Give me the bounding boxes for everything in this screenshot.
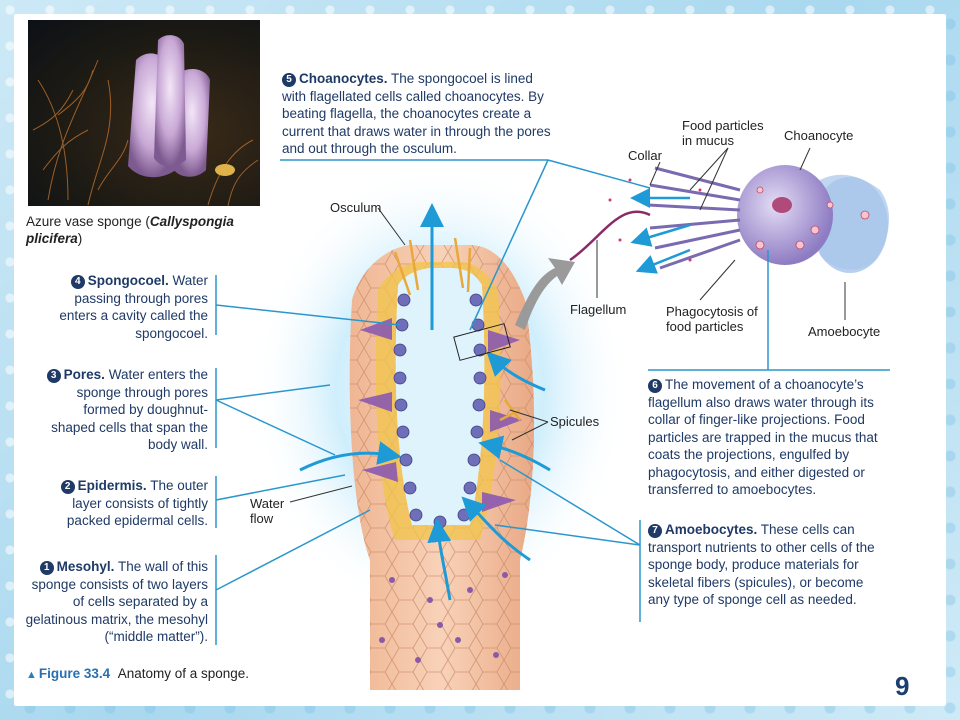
callout-number: 7	[648, 524, 662, 538]
zoom-arrow	[515, 258, 575, 330]
callout-body: Water enters the sponge through pores fo…	[51, 367, 208, 452]
label-collar: Collar	[628, 148, 662, 163]
callout-body: The movement of a choanocyte’s flagellum…	[648, 377, 878, 497]
choanocyte-enlarged	[569, 165, 890, 274]
label-water-flow: Water flow	[250, 496, 285, 526]
callout-number: 5	[282, 73, 296, 87]
figure-caption: ▲Figure 33.4 Anatomy of a sponge.	[26, 666, 249, 681]
photo-caption-species: Callyspongia plicifera	[26, 214, 234, 246]
sponge-photo	[28, 20, 260, 206]
callout-number: 2	[60, 480, 75, 494]
pore-cells	[358, 318, 522, 512]
sponge-tube-center	[154, 35, 186, 167]
water-flow-arrows	[299, 203, 551, 601]
page-number: 9	[895, 671, 910, 701]
callout-body: These cells can transport nutrients to o…	[648, 522, 875, 607]
label-flagellum: Flagellum	[570, 302, 627, 317]
callout-body: The wall of this sponge consists of two …	[25, 559, 208, 644]
label-pointer-lines	[289, 147, 846, 503]
leader-lines	[215, 159, 890, 645]
callout-body: The outer layer consists of tightly pack…	[66, 478, 208, 528]
caption-triangle-icon: ▲	[26, 669, 37, 681]
label-spicules: Spicules	[550, 414, 600, 429]
label-osculum: Osculum	[330, 200, 382, 215]
callout-title: Pores.	[63, 367, 105, 382]
yellow-coral	[215, 164, 235, 176]
zoom-box	[453, 323, 511, 361]
callout-body: Water passing through pores enters a cav…	[59, 273, 208, 341]
figure-title: Anatomy of a sponge.	[117, 666, 250, 681]
spongocoel	[395, 268, 485, 525]
callout-number: 4	[70, 275, 85, 289]
sponge-photo-art	[32, 35, 259, 206]
callout-title: Choanocytes.	[299, 71, 388, 86]
callout-title: Epidermis.	[77, 478, 147, 493]
photo-caption-prefix: Azure vase sponge (	[26, 214, 150, 229]
callout-body: The spongocoel is lined with flagellated…	[282, 71, 551, 156]
callout-number: 3	[46, 369, 61, 383]
label-amoebocyte: Amoebocyte	[808, 324, 881, 339]
callout-title: Mesohyl.	[56, 559, 115, 574]
callout-number: 6	[648, 379, 662, 393]
photo-caption: Azure vase sponge (Callyspongia plicifer…	[26, 213, 266, 247]
photo-caption-suffix: )	[77, 231, 83, 246]
label-food-particles: Food particles in mucus	[682, 118, 764, 148]
figure-number: Figure 33.4	[38, 666, 111, 681]
label-phagocytosis: Phagocytosis of food particles	[666, 304, 758, 334]
callout-number: 1	[39, 561, 54, 575]
label-choanocyte: Choanocyte	[784, 128, 854, 143]
spicules-art	[393, 237, 521, 422]
callout-title: Amoebocytes.	[665, 522, 758, 537]
callout-title: Spongocoel.	[87, 273, 169, 288]
